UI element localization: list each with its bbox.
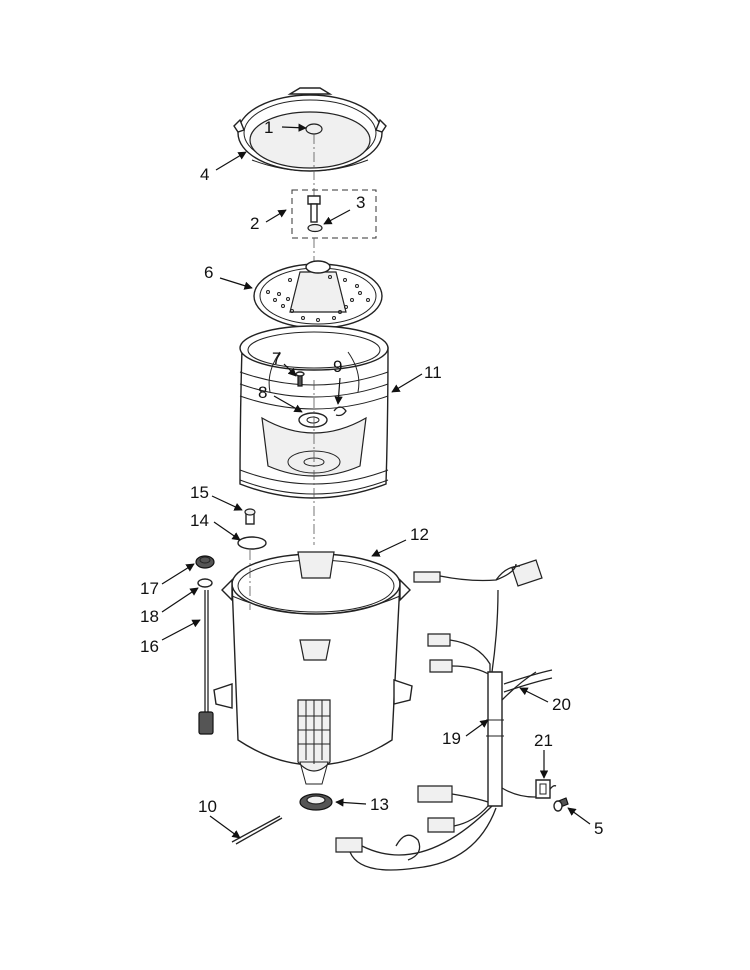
callout-19: 19 [442, 729, 461, 748]
callout-12: 12 [410, 525, 429, 544]
agitator-cap [305, 123, 323, 135]
leader-lines [161, 123, 591, 839]
callout-20: 20 [552, 695, 571, 714]
cable-tie [231, 815, 283, 845]
callout-16: 16 [140, 637, 159, 656]
bolt-and-washer-group [291, 189, 377, 239]
screw [295, 371, 305, 387]
wire-harness [335, 559, 557, 871]
callout-21: 21 [534, 731, 553, 750]
pressure-dome [195, 555, 215, 569]
callout-6: 6 [204, 263, 213, 282]
drain-plug [244, 508, 256, 525]
callout-8: 8 [258, 383, 267, 402]
callout-15: 15 [190, 483, 209, 502]
ground-clamp [535, 779, 551, 799]
callout-2: 2 [250, 214, 259, 233]
outer-tub [213, 551, 413, 785]
tub-seal-disc [237, 536, 267, 550]
tub-seal [299, 793, 333, 811]
callout-3: 3 [356, 193, 365, 212]
callout-4: 4 [200, 165, 209, 184]
callout-9: 9 [333, 357, 342, 376]
callout-17: 17 [140, 579, 159, 598]
hose-grommet [197, 578, 213, 588]
retaining-clip [333, 406, 347, 417]
callout-14: 14 [190, 511, 209, 530]
callout-11: 11 [424, 363, 442, 382]
callout-5: 5 [594, 819, 603, 838]
callout-18: 18 [140, 607, 159, 626]
callout-13: 13 [370, 795, 389, 814]
pressure-hose [198, 590, 214, 735]
impeller-plate [253, 260, 383, 329]
callout-7: 7 [272, 349, 281, 368]
basket-hub [298, 412, 328, 428]
drain-hose [503, 669, 553, 693]
callout-1: 1 [264, 118, 273, 137]
ground-screw [553, 797, 569, 812]
callout-10: 10 [198, 797, 217, 816]
